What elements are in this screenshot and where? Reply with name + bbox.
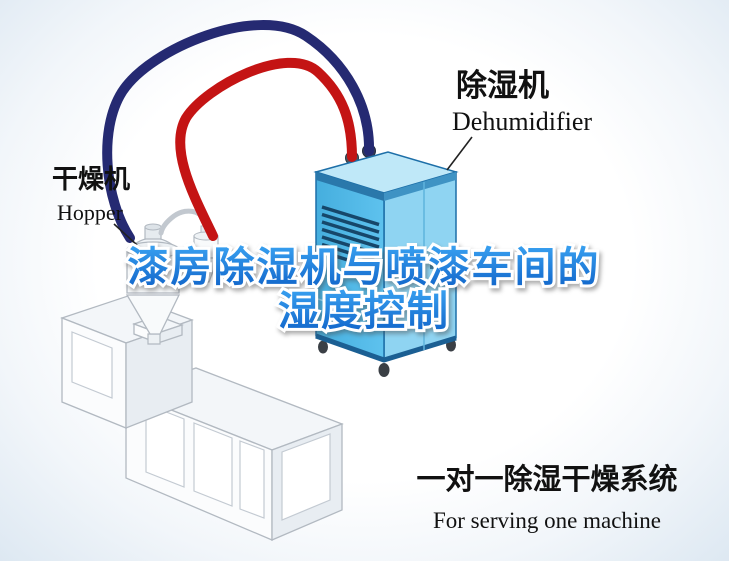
extruder-machine-illustration — [60, 295, 344, 541]
dehumidifier-illustration — [313, 144, 459, 377]
system-caption: 一对一除湿干燥系统 For serving one machine — [402, 456, 692, 534]
title-line-1: 漆房除湿机与喷漆车间的 — [128, 243, 601, 291]
supply-pipe-red — [175, 57, 357, 241]
duct-pipes — [102, 20, 375, 243]
hopper-label-cn: 干燥机 — [52, 165, 131, 195]
title-line-2: 湿度控制 — [278, 287, 450, 335]
system-caption-cn: 一对一除湿干燥系统 — [416, 462, 678, 496]
hopper-callout-line — [113, 223, 138, 246]
callout-lines — [113, 136, 473, 246]
vent-grille — [321, 205, 380, 272]
main-title: 漆房除湿机与喷漆车间的 湿度控制 — [125, 240, 602, 338]
hopper-illustration — [125, 223, 181, 345]
hopper-label-en: Hopper — [57, 200, 123, 225]
dehumidifier-callout-line — [446, 136, 473, 171]
dehumidifier-label-cn: 除湿机 — [456, 68, 549, 104]
system-caption-en: For serving one machine — [432, 508, 662, 533]
return-pipe-navy — [102, 20, 375, 243]
dehumidifier-label-en: Dehumidifier — [452, 107, 593, 136]
